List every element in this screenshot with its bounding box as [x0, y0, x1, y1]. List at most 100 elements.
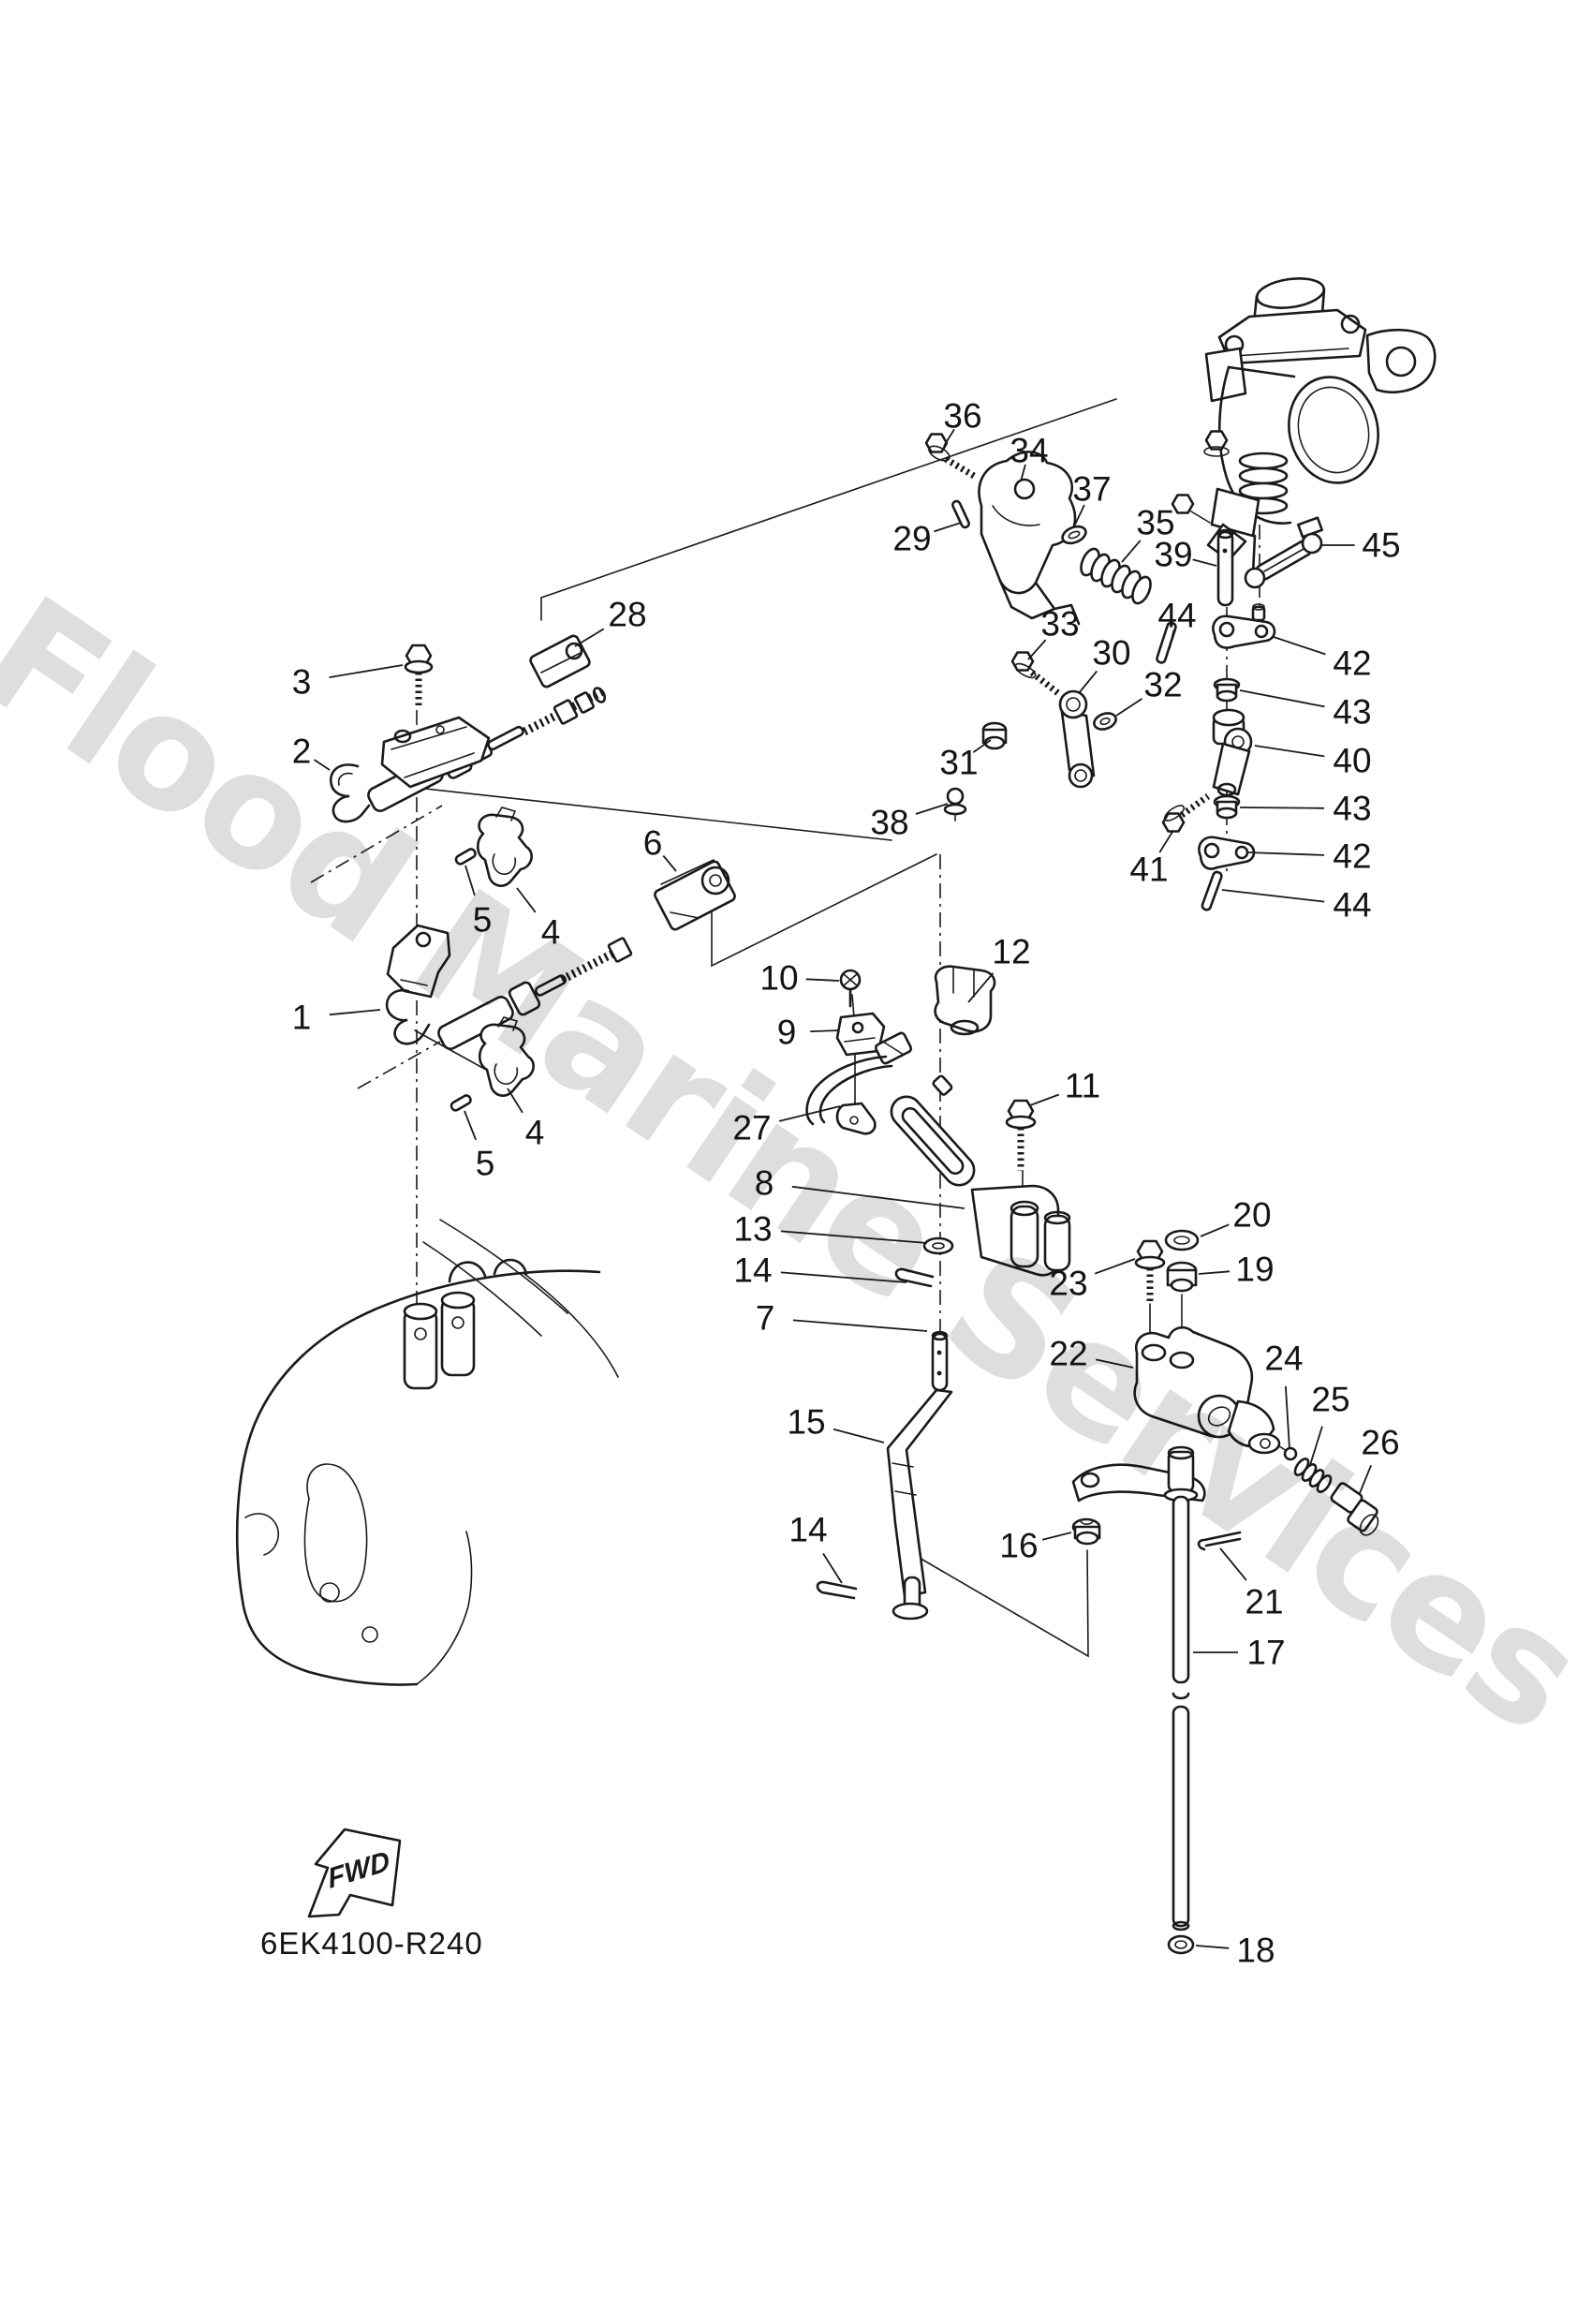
cotter-pin-21 — [1197, 1531, 1242, 1551]
callout-33: 33 — [1040, 605, 1079, 644]
callout-leader-14 — [780, 1271, 907, 1283]
callout-leader-15 — [833, 1428, 885, 1443]
callout-41: 41 — [1129, 851, 1168, 889]
callout-45: 45 — [1362, 526, 1400, 565]
callout-leader-1 — [329, 1009, 381, 1016]
grommet-16 — [1071, 1517, 1101, 1546]
callout-leader-10 — [805, 978, 840, 982]
bolt-3-drawing — [404, 644, 434, 706]
cable-joint-6 — [654, 859, 736, 931]
callout-leader-5 — [464, 1110, 477, 1141]
callout-36: 36 — [943, 397, 981, 436]
lever-42b — [1198, 836, 1256, 870]
callout-17: 17 — [1246, 1634, 1285, 1672]
spring-25 — [1293, 1458, 1333, 1493]
callout-32: 32 — [1143, 666, 1182, 704]
callout-27: 27 — [732, 1109, 771, 1147]
cam-34 — [978, 451, 1081, 626]
bushing-43a — [1213, 677, 1241, 703]
callout-20: 20 — [1232, 1196, 1271, 1235]
ball-24 — [1283, 1446, 1298, 1461]
callout-leader-11 — [1029, 1093, 1060, 1106]
bushing-19 — [1166, 1261, 1198, 1293]
washer-13 — [922, 1236, 954, 1255]
rod-39 — [1216, 528, 1234, 607]
callout-leader-5 — [464, 865, 476, 896]
callout-leader-20 — [1200, 1223, 1230, 1237]
cotter-pin-14a — [894, 1267, 935, 1288]
spring-35 — [1080, 547, 1152, 605]
callout-leader-19 — [1198, 1270, 1231, 1275]
callout-15: 15 — [787, 1403, 825, 1442]
callout-5: 5 — [476, 1145, 495, 1183]
bracket-22 — [1133, 1325, 1281, 1455]
callout-1: 1 — [292, 999, 312, 1037]
callout-25: 25 — [1311, 1381, 1349, 1419]
callout-leader-4 — [507, 1088, 523, 1114]
callout-leader-24 — [1285, 1385, 1290, 1450]
callout-19: 19 — [1235, 1251, 1274, 1289]
callout-11: 11 — [1065, 1067, 1100, 1105]
washer-37 — [1061, 525, 1087, 545]
pin-44b — [1201, 870, 1223, 911]
cam-assembly-drawing — [924, 433, 1152, 626]
callout-26: 26 — [1361, 1424, 1399, 1462]
callout-leader-38 — [915, 803, 949, 815]
lower-cable-drawing — [437, 859, 736, 1112]
bushing-43b — [1213, 794, 1241, 820]
bolt-11 — [1005, 1099, 1037, 1171]
callout-8: 8 — [755, 1164, 774, 1203]
clamp-4a — [476, 807, 533, 887]
callout-leader-37 — [1074, 504, 1085, 525]
clamp-4b — [478, 1016, 535, 1097]
callout-leader-14 — [822, 1552, 843, 1584]
screw-26 — [1330, 1482, 1379, 1536]
link-40 — [1212, 708, 1253, 797]
callout-5: 5 — [473, 901, 493, 940]
link-30 — [1058, 689, 1096, 789]
callout-31: 31 — [939, 744, 978, 782]
lever-assembly-drawing — [805, 965, 1071, 1392]
callout-leader-4 — [516, 887, 537, 913]
callout-leader-25 — [1309, 1426, 1323, 1466]
engine-outline-drawing — [235, 1219, 619, 1686]
callout-leader-29 — [934, 522, 962, 533]
callout-leader-36 — [943, 428, 955, 447]
callout-leader-26 — [1359, 1464, 1372, 1494]
callout-leader-41 — [1158, 831, 1173, 853]
washer-32 — [1093, 712, 1117, 731]
callout-44: 44 — [1333, 886, 1371, 925]
callout-13: 13 — [733, 1210, 772, 1249]
callout-7: 7 — [756, 1299, 775, 1338]
callout-leader-30 — [1078, 670, 1098, 694]
callout-4: 4 — [541, 913, 561, 952]
callout-44: 44 — [1157, 597, 1196, 635]
callout-leader-35 — [1121, 540, 1142, 563]
cable-joint-28 — [529, 634, 591, 688]
callout-38: 38 — [870, 804, 908, 842]
callout-29: 29 — [892, 520, 931, 558]
callout-14: 14 — [733, 1251, 772, 1290]
callout-12: 12 — [992, 933, 1030, 971]
callout-leader-7 — [792, 1319, 928, 1332]
callout-leader-12 — [967, 972, 995, 1003]
o-ring-18 — [1167, 1934, 1195, 1955]
callout-leader-13 — [780, 1230, 928, 1244]
callout-3: 3 — [292, 663, 312, 702]
throttle-lever-8 — [890, 1074, 1071, 1277]
callout-leader-8 — [791, 1185, 965, 1209]
callout-leader-18 — [1195, 1945, 1230, 1949]
callout-leader-3 — [329, 664, 404, 678]
link-rod-15-drawing — [816, 1388, 953, 1621]
callout-39: 39 — [1154, 536, 1192, 574]
rod-17 — [1163, 1445, 1199, 1932]
screw-10 — [839, 969, 862, 1008]
callout-leader-42 — [1273, 636, 1326, 656]
callout-leader-42 — [1246, 851, 1325, 856]
callout-22: 22 — [1049, 1335, 1087, 1373]
callout-9: 9 — [777, 1014, 797, 1052]
callout-leader-9 — [810, 1029, 840, 1032]
pin-5a — [454, 848, 477, 866]
